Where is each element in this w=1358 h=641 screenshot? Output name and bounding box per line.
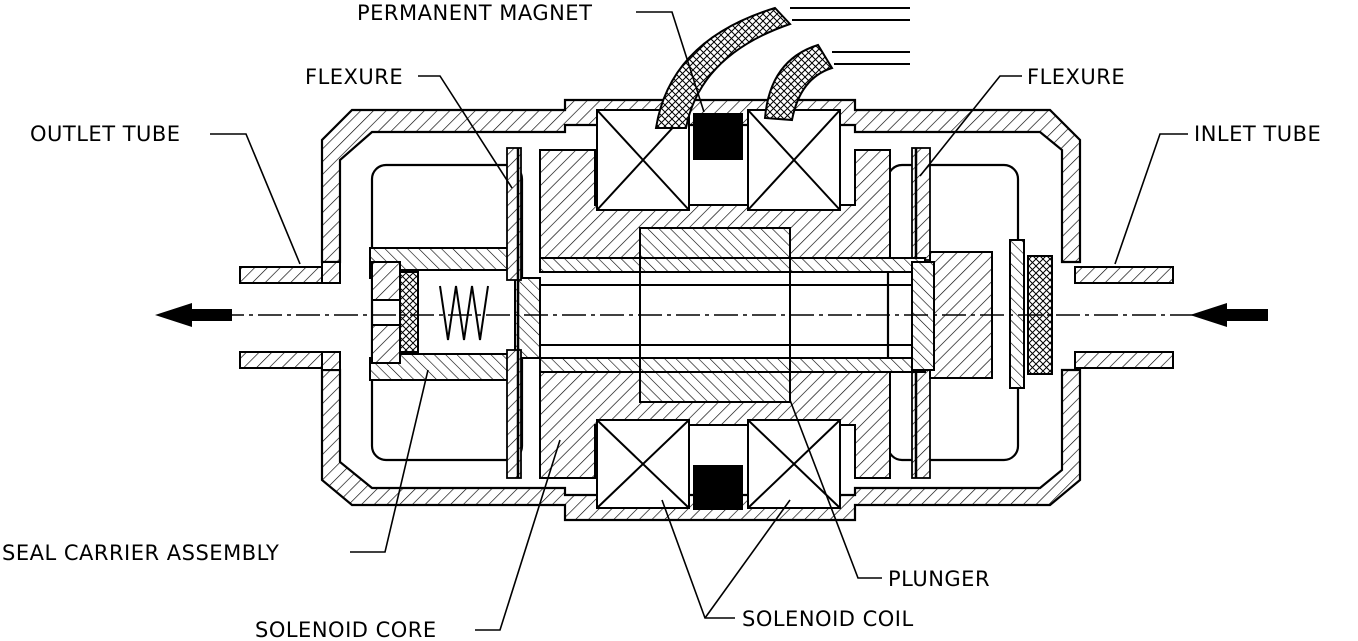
inlet-fitting: [911, 239, 1053, 389]
label-solenoid-coil: SOLENOID COIL: [742, 607, 914, 631]
inlet-tube: [1074, 266, 1174, 369]
flexure-left: [506, 147, 522, 479]
flow-arrow-inlet-icon: [1190, 303, 1268, 327]
shaft: [540, 284, 930, 346]
permanent-magnet-bottom: [693, 465, 743, 510]
solenoid-coil-bottom-right: [747, 419, 841, 509]
solenoid-coil-bottom-left: [596, 419, 690, 509]
leader-lines: [210, 11, 1188, 631]
label-seal-carrier-assembly: SEAL CARRIER ASSEMBLY: [2, 541, 279, 565]
permanent-magnet-top: [693, 113, 743, 160]
label-permanent-magnet: PERMANENT MAGNET: [357, 1, 592, 25]
label-inlet-tube: INLET TUBE: [1194, 122, 1321, 146]
lead-wires: [654, 6, 910, 129]
label-outlet-tube: OUTLET TUBE: [30, 122, 181, 146]
outlet-tube: [239, 261, 341, 371]
spring-icon: [439, 285, 489, 341]
plunger: [639, 227, 791, 403]
label-solenoid-core: SOLENOID CORE: [255, 618, 437, 641]
label-flexure-left: FLEXURE: [305, 65, 403, 89]
label-flexure-right: FLEXURE: [1027, 65, 1125, 89]
label-plunger: PLUNGER: [888, 567, 990, 591]
flow-arrow-outlet-icon: [155, 303, 232, 327]
solenoid-core: [539, 149, 926, 479]
solenoid-coil-top-right: [747, 109, 841, 211]
